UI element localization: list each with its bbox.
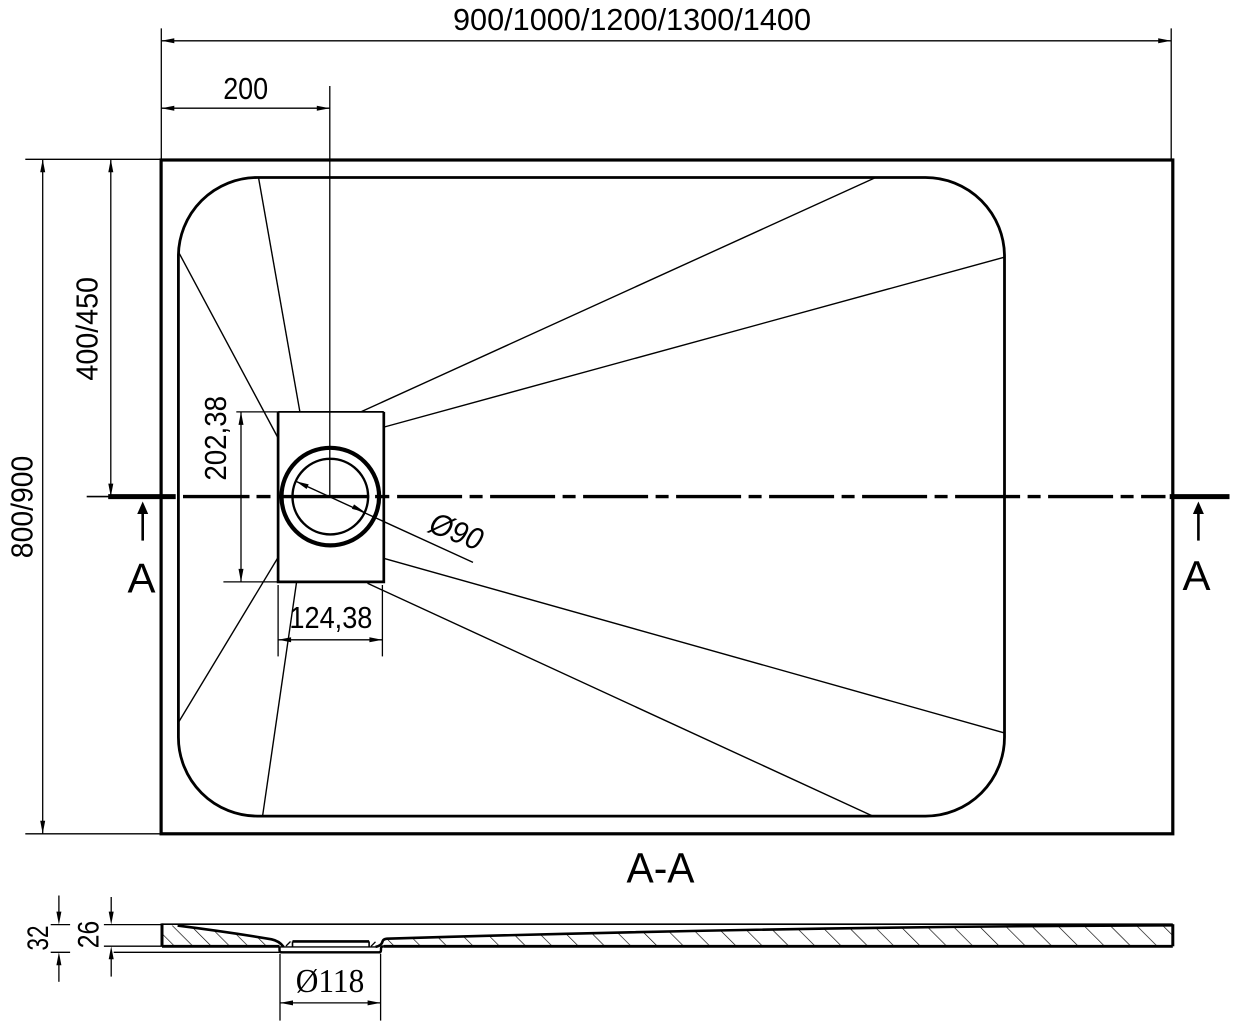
section-cut-mark-left: A [108, 494, 176, 602]
section-letter-left: A [127, 555, 155, 602]
hatch-left-block [163, 925, 284, 947]
dim-drain-offset: 200 [161, 71, 330, 111]
section-title: A-A [627, 844, 695, 892]
dim-drain-boss-diameter: Ø118 [279, 953, 382, 1021]
drain-boss-outline [278, 945, 384, 954]
dim-body-height: 26 [72, 897, 162, 977]
dim-label-drain-hole-diameter: Ø90 [424, 505, 488, 557]
hatch-sliver-left [285, 941, 291, 947]
section-profile [160, 923, 1175, 954]
hatch-right-slab [382, 925, 1173, 947]
dim-drain-recess-height: 202,38 [198, 396, 279, 583]
dim-drain-recess-width: 124,38 [277, 585, 384, 657]
basin-floor-right-slope [375, 924, 1173, 949]
dim-label-drain-offset: 200 [223, 71, 268, 106]
hatch-sliver-right [370, 941, 376, 947]
dim-label-overall-depth: 800/900 [5, 456, 40, 558]
section-view: A-A [22, 844, 1175, 1021]
dim-label-body-height: 26 [72, 921, 105, 948]
dim-total-height: 32 [22, 895, 280, 982]
dim-label-overall-width: 900/1000/1200/1300/1400 [453, 2, 811, 37]
drain-recess-box [276, 411, 386, 584]
top-view: 900/1000/1200/1300/1400 200 800/900 400/… [5, 2, 1230, 836]
section-cut-mark-right: A [1169, 494, 1230, 599]
dim-label-drain-recess-height: 202,38 [198, 396, 233, 481]
dim-label-drain-recess-width: 124,38 [289, 600, 372, 635]
dim-label-centerline-offset: 400/450 [69, 277, 104, 381]
dim-label-total-height: 32 [22, 926, 55, 951]
section-letter-right: A [1182, 552, 1210, 599]
dim-overall-depth: 800/900 [5, 158, 162, 835]
dim-overall-width: 900/1000/1200/1300/1400 [160, 2, 1172, 160]
floor-slope-crease-lines [177, 177, 1005, 817]
tray-basin-rounded-rect [176, 176, 1006, 818]
basin-floor-left-slope [177, 924, 285, 948]
dim-centerline-offset: 400/450 [69, 159, 114, 497]
dim-label-drain-boss-diameter: Ø118 [296, 963, 365, 1000]
dim-drain-hole-diameter: Ø90 [295, 480, 488, 564]
